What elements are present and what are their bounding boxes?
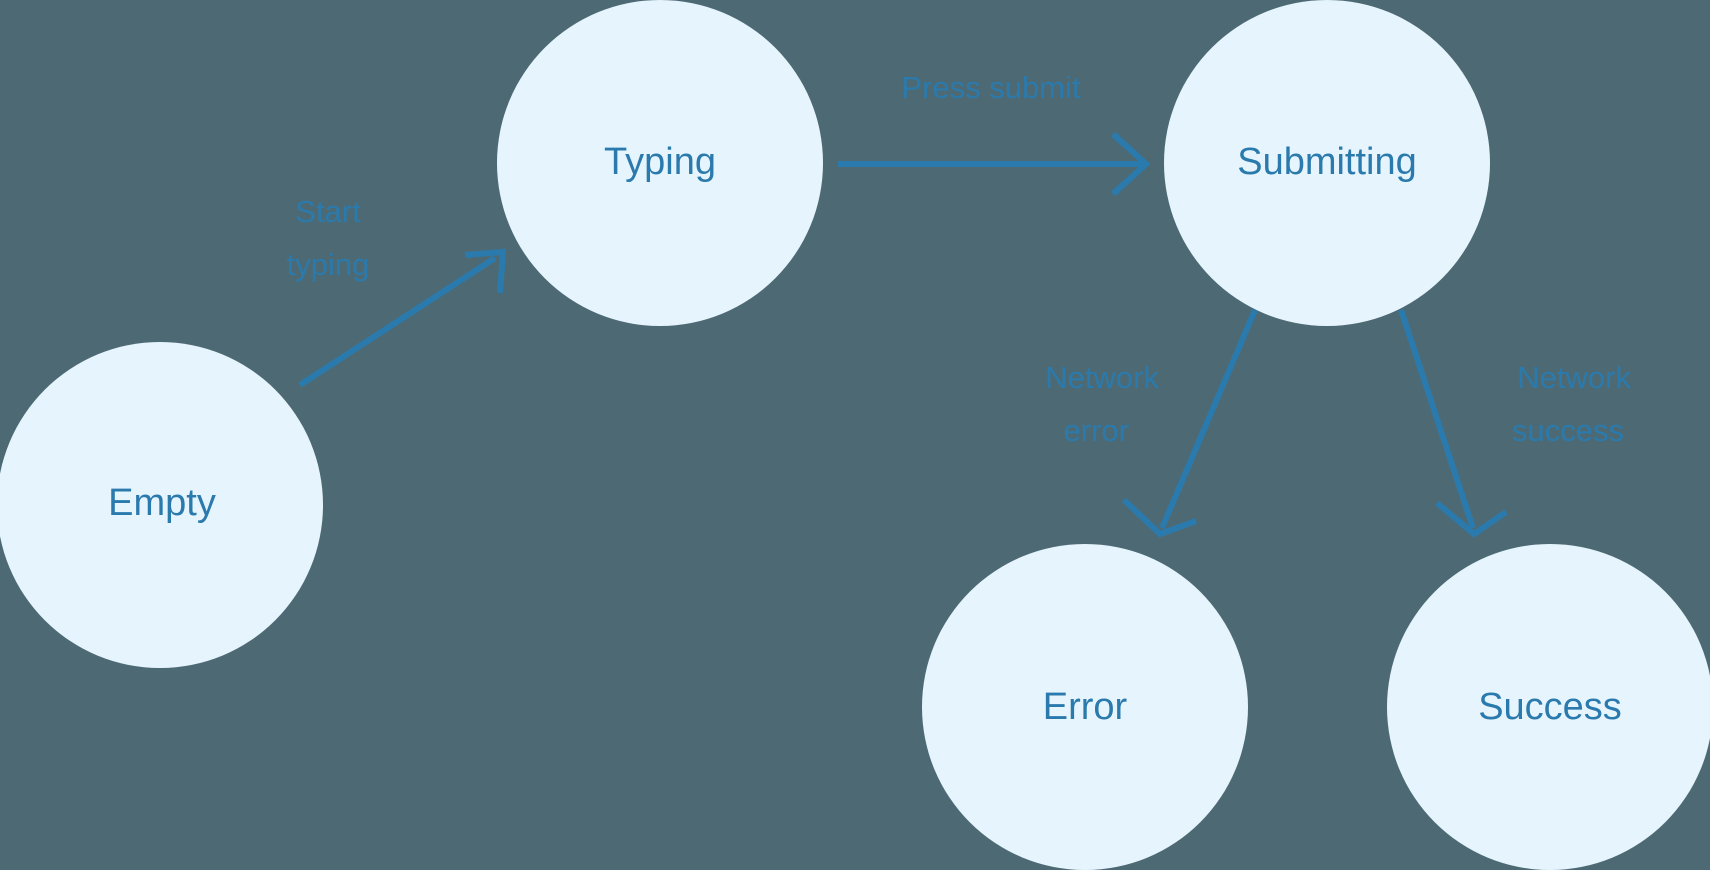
edge-start-typing[interactable] (298, 248, 507, 388)
node-submitting-circle (1164, 0, 1490, 326)
node-error[interactable]: Error (922, 544, 1248, 870)
edge-label-start-typing-line2: typing (287, 247, 370, 282)
node-success-label: Success (1478, 686, 1622, 728)
node-typing[interactable]: Typing (497, 0, 823, 326)
edge-label-start-typing: Start typing (287, 194, 370, 282)
node-empty[interactable]: Empty (0, 342, 323, 668)
edge-label-network-success-line2: success (1512, 413, 1624, 448)
node-submitting-label: Submitting (1237, 141, 1417, 183)
node-error-circle (922, 544, 1248, 870)
node-submitting[interactable]: Submitting (1164, 0, 1490, 326)
edge-label-network-error-line1: Network (1045, 360, 1159, 395)
edge-network-success[interactable] (1398, 309, 1508, 538)
edge-press-submit-arrowhead (1110, 131, 1151, 197)
edge-press-submit[interactable] (838, 131, 1151, 197)
edge-label-network-success: Network success (1512, 360, 1631, 448)
edge-network-success-arrowhead (1435, 500, 1508, 538)
edge-label-start-typing-line1: Start (295, 194, 361, 229)
edge-label-network-error-line2: error (1064, 413, 1129, 448)
node-success[interactable]: Success (1387, 544, 1710, 870)
edge-network-error[interactable] (1121, 308, 1258, 538)
edge-label-network-success-line1: Network (1517, 360, 1631, 395)
edge-label-press-submit-line1: Press submit (901, 70, 1081, 105)
node-typing-label: Typing (604, 141, 716, 183)
node-typing-circle (497, 0, 823, 326)
node-empty-circle (0, 342, 323, 668)
edge-start-typing-line (298, 255, 497, 388)
edge-start-typing-arrowhead (464, 248, 507, 294)
edge-label-press-submit: Press submit (901, 70, 1081, 105)
edge-network-success-line (1398, 309, 1476, 529)
edge-network-error-arrowhead (1121, 497, 1198, 538)
node-error-label: Error (1043, 686, 1128, 728)
node-empty-label: Empty (108, 482, 216, 524)
edge-label-network-error: Network error (1045, 360, 1159, 448)
edge-network-error-line (1159, 308, 1258, 530)
node-success-circle (1387, 544, 1710, 870)
